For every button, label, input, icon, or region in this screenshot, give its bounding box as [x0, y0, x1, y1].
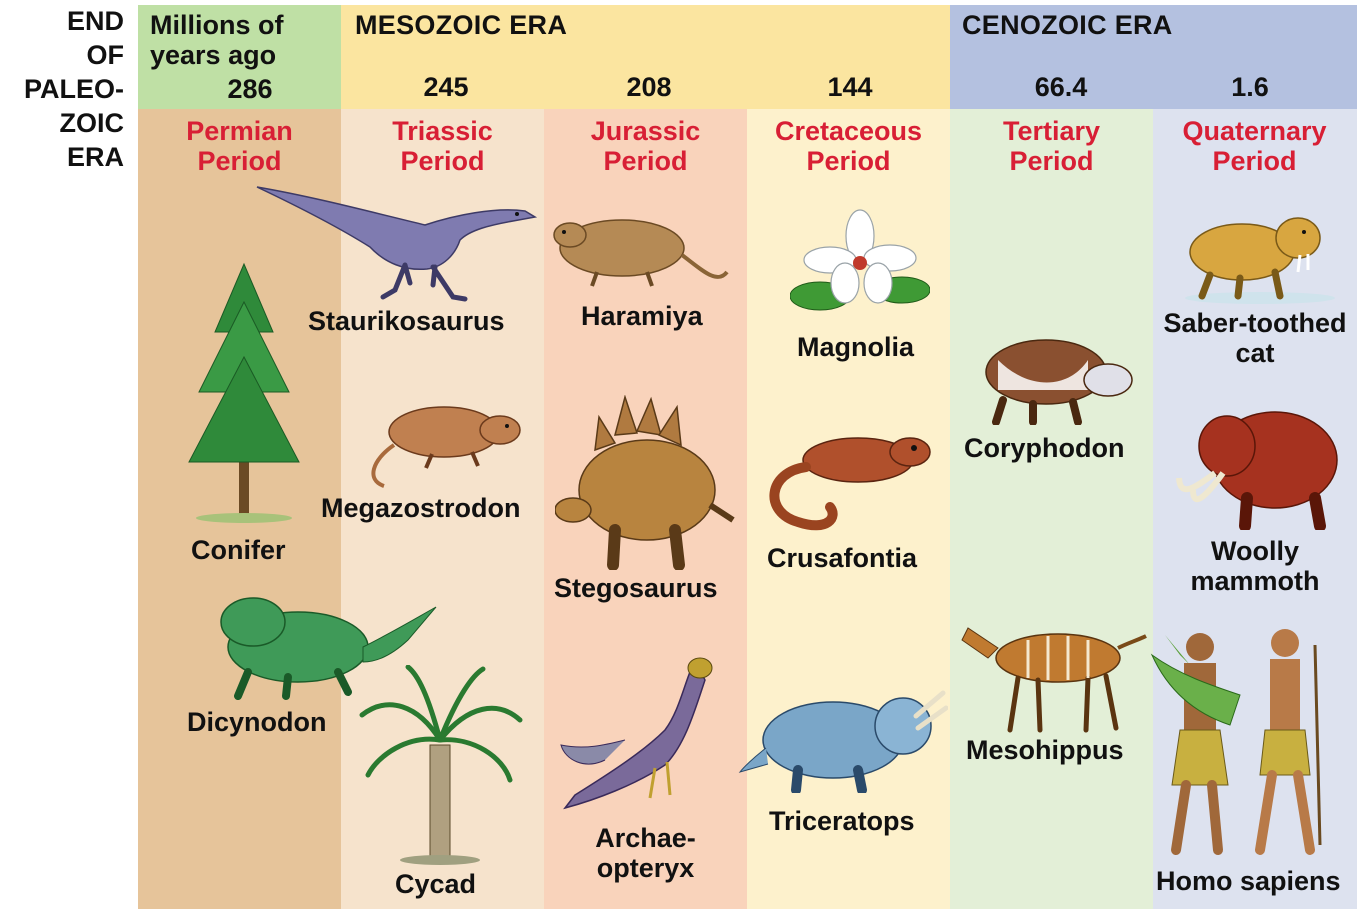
label-woolly-mammoth: Woollymammoth [1153, 536, 1357, 596]
label-mesohippus: Mesohippus [966, 735, 1124, 765]
label-saber-toothed-cat: Saber-toothedcat [1154, 308, 1356, 368]
label-homo-sapiens: Homo sapiens [1156, 866, 1341, 896]
label-magnolia: Magnolia [797, 332, 914, 362]
triassic-period-title: TriassicPeriod [341, 116, 544, 176]
mya-208: 208 [589, 72, 709, 103]
mesozoic-era-title: MESOZOIC ERA [355, 10, 567, 41]
woolly-mammoth-illustration [1175, 398, 1343, 530]
tertiary-period-title: TertiaryPeriod [950, 116, 1153, 176]
conifer-illustration [185, 262, 303, 524]
label-triceratops: Triceratops [769, 806, 915, 836]
permian-period-title: PermianPeriod [138, 116, 341, 176]
mya-1-6: 1.6 [1190, 72, 1310, 103]
label-archaeopteryx: Archae-opteryx [544, 823, 747, 883]
mya-245: 245 [386, 72, 506, 103]
mya-66-4: 66.4 [1001, 72, 1121, 103]
end-of-paleozoic-label: END OF PALEO- ZOIC ERA [0, 4, 124, 174]
label-dicynodon: Dicynodon [187, 707, 327, 737]
label-cycad: Cycad [395, 869, 476, 899]
homo-sapiens-illustration [1150, 625, 1350, 870]
label-megazostrodon: Megazostrodon [321, 493, 521, 523]
label-haramiya: Haramiya [581, 301, 703, 331]
triceratops-illustration [738, 688, 948, 793]
label-stegosaurus: Stegosaurus [554, 573, 718, 603]
label-staurikosaurus: Staurikosaurus [308, 306, 505, 336]
mya-286: 286 [190, 74, 310, 105]
mesohippus-illustration [958, 618, 1148, 733]
magnolia-illustration [790, 208, 930, 318]
saber-toothed-cat-illustration [1180, 200, 1340, 305]
megazostrodon-illustration [362, 390, 527, 490]
archaeopteryx-illustration [555, 650, 725, 810]
haramiya-illustration [552, 210, 732, 292]
cycad-illustration [358, 665, 523, 865]
label-crusafontia: Crusafontia [767, 543, 917, 573]
quaternary-period-title: QuaternaryPeriod [1153, 116, 1356, 176]
tertiary-column [950, 109, 1153, 909]
cenozoic-era-title: CENOZOIC ERA [962, 10, 1173, 41]
mya-144: 144 [790, 72, 910, 103]
cretaceous-period-title: CretaceousPeriod [747, 116, 950, 176]
coryphodon-illustration [978, 330, 1136, 425]
crusafontia-illustration [758, 422, 933, 542]
millions-of-years-label: Millions of years ago [150, 10, 283, 70]
label-conifer: Conifer [191, 535, 286, 565]
label-coryphodon: Coryphodon [964, 433, 1124, 463]
stegosaurus-illustration [555, 395, 735, 570]
jurassic-period-title: JurassicPeriod [544, 116, 747, 176]
